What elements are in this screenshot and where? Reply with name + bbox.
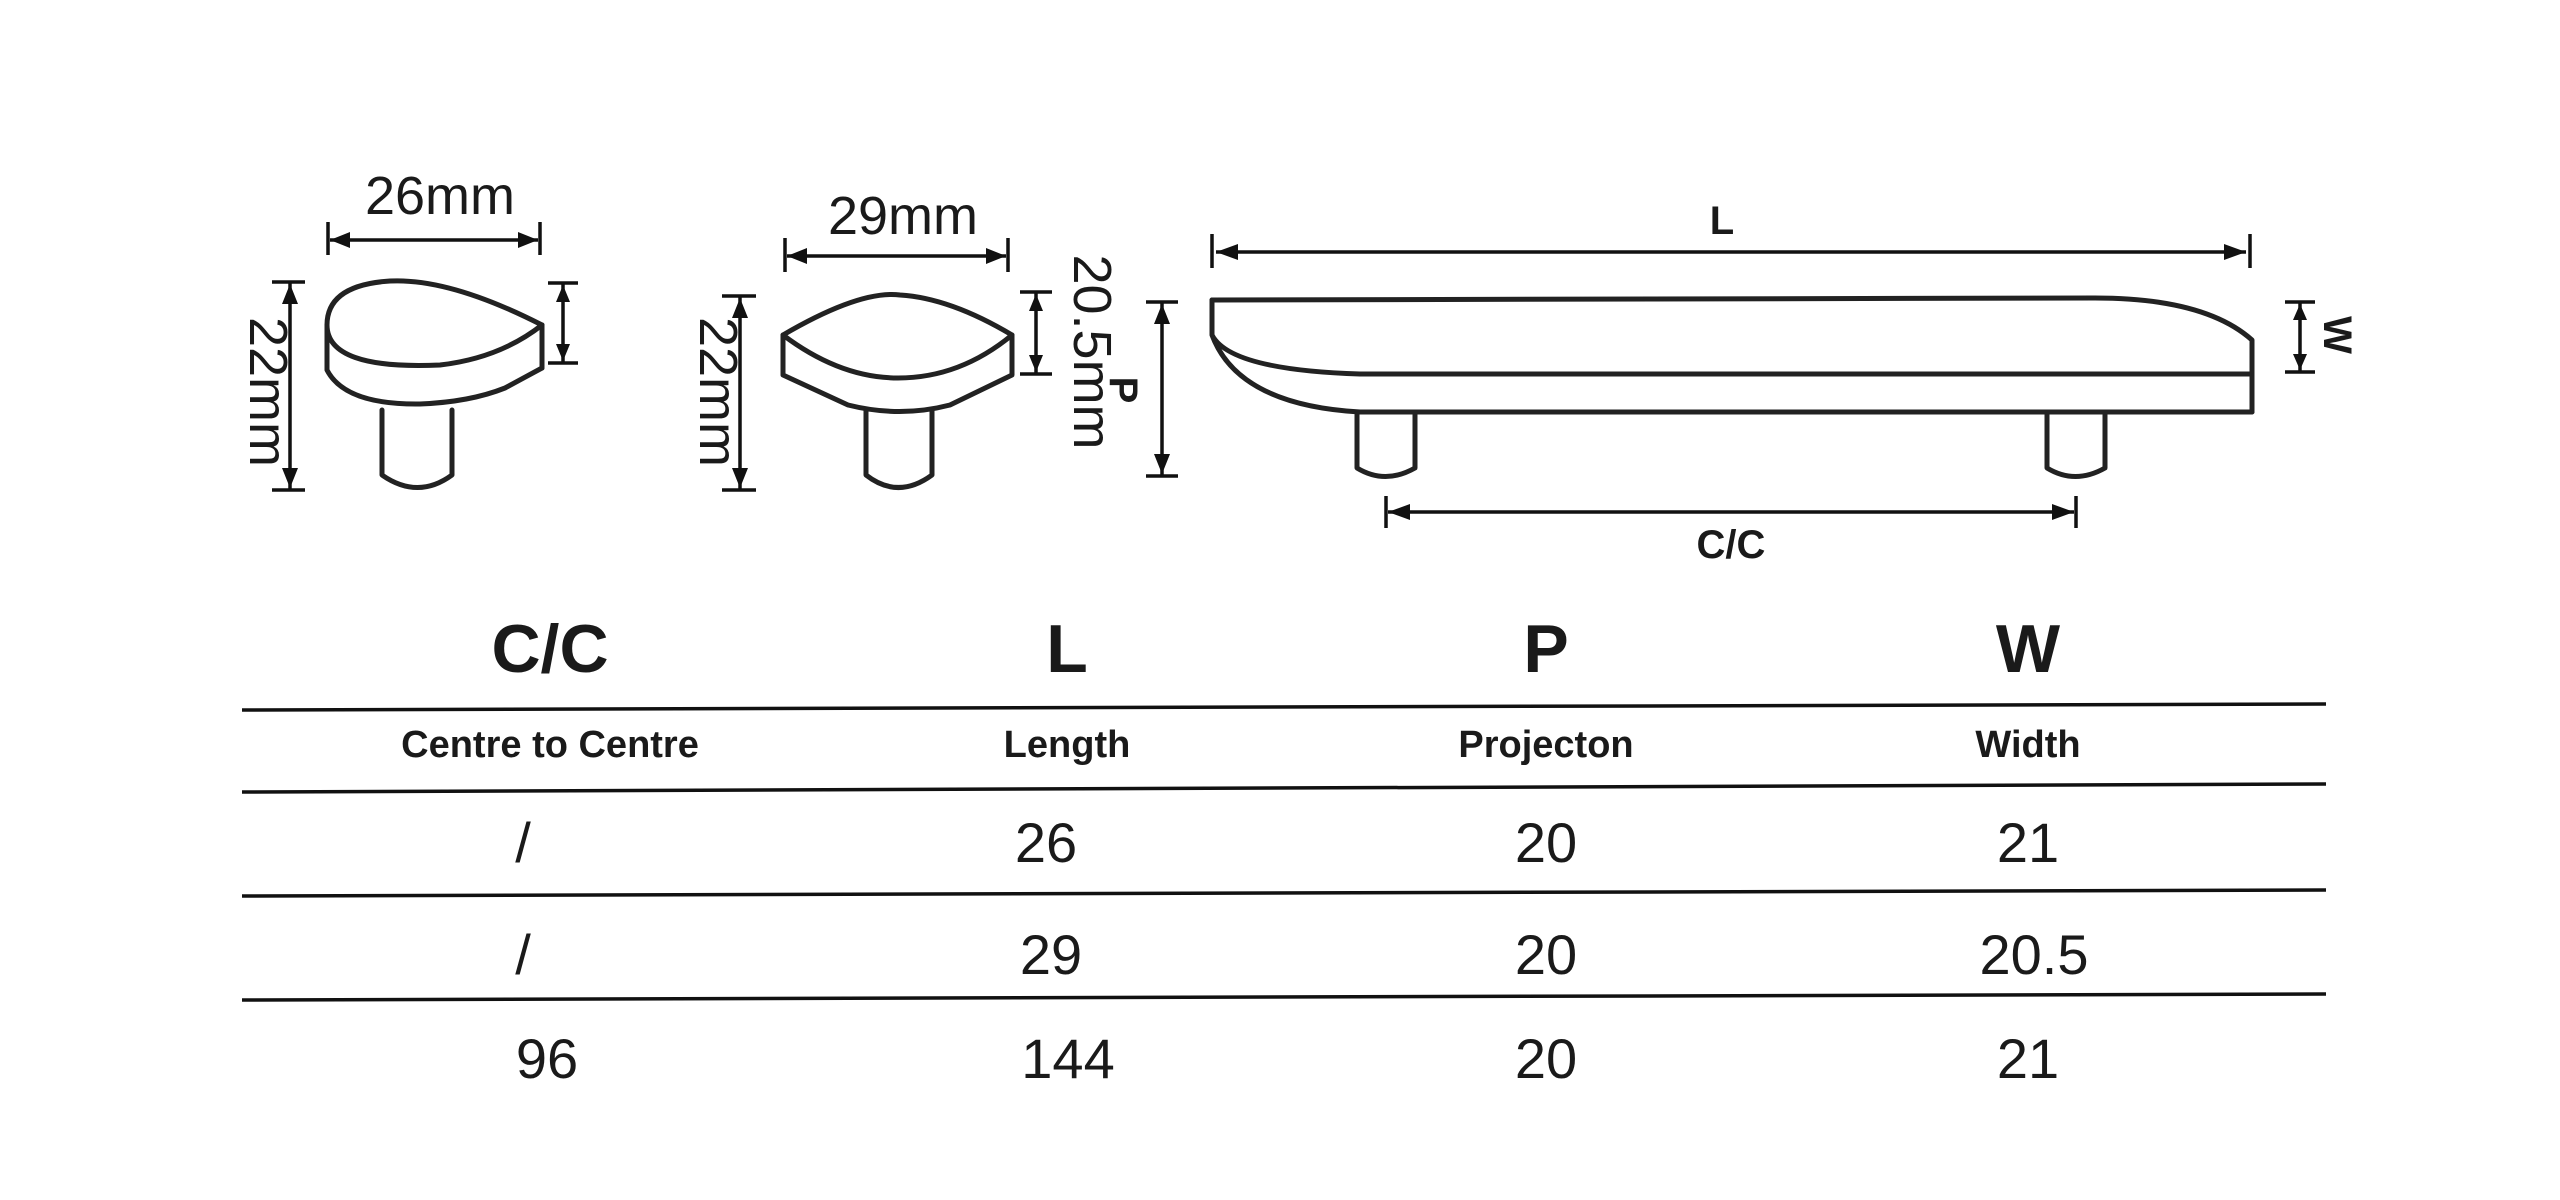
table-rule (241, 702, 2327, 712)
handle-cc-label: C/C (1697, 523, 1766, 567)
handle-width-dimension: W (2285, 300, 2359, 374)
table-cell: 21 (1997, 811, 2059, 874)
knob-2-height-dimension: 22mm (688, 294, 756, 492)
handle-projection-dimension: P (1101, 300, 1178, 478)
handle-cc-dimension: C/C (1384, 496, 2078, 567)
knob-1-width-label: 26mm (365, 166, 515, 226)
table-cell: 20 (1515, 1027, 1577, 1090)
table-cell: 29 (1020, 923, 1082, 986)
header-code-l: L (1046, 611, 1088, 687)
handle-width-label: W (2315, 316, 2359, 354)
table-cell: 96 (516, 1027, 578, 1090)
header-code-w: W (1996, 611, 2061, 687)
handle-length-label: L (1710, 199, 1734, 243)
header-label-l: Length (1004, 724, 1131, 766)
header-label-w: Width (1975, 724, 2080, 766)
table-cell: 20.5 (1980, 923, 2089, 986)
knob-2-width-label: 29mm (828, 186, 978, 246)
table-cell: 144 (1021, 1027, 1114, 1090)
table-cell: / (515, 923, 531, 986)
knob-2-width-dimension: 29mm (783, 186, 1010, 272)
header-label-p: Projecton (1458, 724, 1633, 766)
table-cell: / (515, 811, 531, 874)
header-code-cc: C/C (491, 611, 608, 687)
header-label-cc: Centre to Centre (401, 724, 699, 766)
knob-1-height-dimension: 22mm (238, 280, 305, 492)
handle-drawing (1209, 295, 2255, 479)
table-rule (241, 888, 2327, 898)
table-cell: 26 (1015, 811, 1077, 874)
knob-2-depth-dimension: 20.5mm (1020, 254, 1122, 450)
header-code-p: P (1523, 611, 1568, 687)
knob-1-height-label: 22mm (238, 317, 298, 467)
table-rule (241, 992, 2327, 1002)
knob-1-depth-dimension (548, 281, 578, 365)
knob-1-drawing (324, 278, 545, 490)
knob-2-drawing (780, 292, 1015, 490)
handle-projection-label: P (1101, 377, 1145, 404)
knob-1-width-dimension: 26mm (326, 166, 542, 255)
table-cell: 20 (1515, 923, 1577, 986)
table-cell: 20 (1515, 811, 1577, 874)
handle-length-dimension: L (1210, 199, 2252, 268)
table-rule (241, 782, 2327, 794)
table-cell: 21 (1997, 1027, 2059, 1090)
knob-2-depth-label: 20.5mm (1062, 254, 1122, 449)
knob-2-height-label: 22mm (688, 317, 748, 467)
spec-table: C/C L P W Centre to Centre Length Projec… (241, 611, 2327, 1090)
